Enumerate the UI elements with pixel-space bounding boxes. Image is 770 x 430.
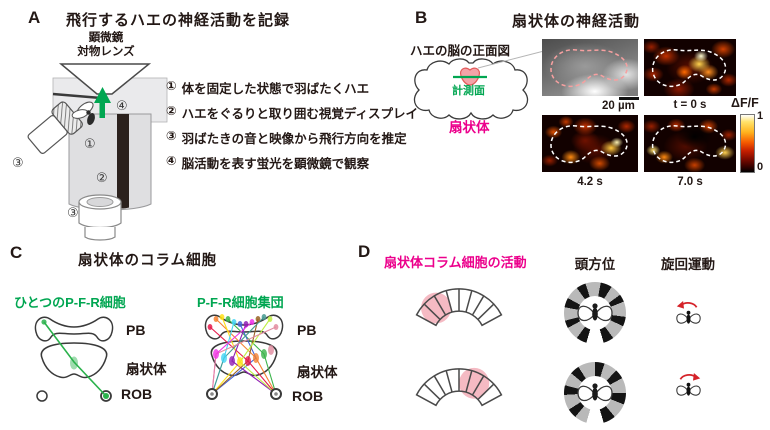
legend-item-3-text: 羽ばたきの音と映像から飛行方向を推定	[181, 132, 407, 146]
single-cell-subtitle: ひとつのP-F-R細胞	[14, 295, 126, 310]
neuron-rob-bouton	[103, 393, 109, 399]
camera-icon	[78, 194, 122, 241]
roi-outline-white	[652, 125, 727, 164]
pb-label-right: PB	[297, 322, 317, 338]
panel-c-title: 扇状体のコラム細胞	[78, 253, 218, 269]
population-subtitle: P-F-R細胞集団	[197, 295, 284, 310]
fan-shaped-body-label: 扇状体	[449, 120, 490, 135]
fan-activity-row2	[415, 367, 503, 407]
colorbar-label: ΔF/F	[731, 96, 759, 110]
activity-bump-left	[421, 292, 452, 324]
fb-label-right: 扇状体	[297, 365, 338, 380]
legend-item-1-text: 体を固定した状態で羽ばたくハエ	[181, 82, 370, 96]
flight-setup-diagram	[27, 63, 168, 241]
panel-a-label: A	[28, 8, 41, 27]
legend-item-4: ④ 脳活動を表す蛍光を顕微鏡で観察	[166, 153, 369, 172]
rob-label-left: ROB	[121, 386, 153, 402]
legend-item-1-num: ①	[166, 79, 177, 93]
turning-column-title: 旋回運動	[661, 257, 715, 272]
panel-b-title: 扇状体の神経活動	[512, 13, 641, 30]
colorbar-min: 0	[757, 161, 764, 173]
pb-boutons	[207, 314, 279, 330]
frame-label-7-0s: 7.0 s	[677, 176, 703, 188]
panel-d-label: D	[358, 242, 371, 261]
legend-item-3: ③ 羽ばたきの音と映像から飛行方向を推定	[166, 128, 407, 147]
legend-item-4-num: ④	[166, 154, 177, 168]
scalebar	[619, 97, 639, 100]
dff-frame-7-0s	[644, 115, 736, 172]
heatmap-texture	[542, 115, 638, 172]
objective-caption-line1: 顕微鏡	[88, 32, 124, 44]
colorbar-max: 1	[757, 110, 764, 122]
rob-left-dot	[210, 392, 214, 396]
rob-right-dot	[274, 392, 278, 396]
tethered-fly-icon	[71, 101, 95, 126]
diagram-marker-4: ④	[116, 98, 128, 113]
frame-label-t0: t = 0 s	[673, 99, 707, 111]
objective-caption-line2: 対物レンズ	[77, 46, 135, 58]
neuron-pb-bouton	[41, 319, 47, 325]
head-direction-column-title: 頭方位	[574, 257, 616, 272]
head-direction-ring-row2	[564, 362, 626, 424]
green-arrow-icon	[94, 87, 111, 118]
activity-column-title: 扇状体コラム細胞の活動	[384, 255, 527, 270]
diagram-marker-3-camera: ③	[67, 205, 79, 220]
fb-arbors	[213, 345, 274, 367]
legend-item-2: ② ハエをぐるりと取り囲む視覚ディスプレイ	[166, 103, 418, 122]
brain-outline	[413, 58, 529, 120]
legend-item-2-num: ②	[166, 104, 177, 118]
head-direction-ring-row1	[564, 282, 626, 344]
activity-bump-right	[459, 367, 490, 399]
legend-item-1: ① 体を固定した状態で羽ばたくハエ	[166, 78, 369, 97]
brain-caption: ハエの脳の正面図	[410, 44, 511, 58]
dff-frame-t0	[644, 39, 736, 96]
fly-icon-ring2	[577, 383, 613, 402]
measurement-plane-label: 計測面	[452, 85, 485, 97]
legend-item-2-text: ハエをぐるりと取り囲む視覚ディスプレイ	[181, 107, 418, 121]
single-neuron-trace	[43, 321, 107, 397]
rob-left-circle	[36, 390, 48, 402]
turn-arrowhead-right	[693, 373, 701, 381]
panel-a-title: 飛行するハエの神経活動を記録	[66, 12, 291, 29]
objective-lens-caption: 顕微鏡 対物レンズ	[60, 31, 152, 59]
legend-item-3-num: ③	[166, 129, 177, 143]
single-pfr-cell-diagram	[34, 316, 114, 402]
pb-outline	[34, 316, 114, 342]
diagram-marker-1: ①	[84, 136, 96, 151]
roi-outline-white	[652, 49, 727, 88]
connector-line	[477, 50, 545, 69]
legend-item-4-text: 脳活動を表す蛍光を顕微鏡で観察	[181, 157, 370, 171]
roi-outline-white	[550, 125, 628, 164]
dff-frame-4-2s	[542, 115, 638, 172]
holder-plate	[52, 92, 102, 100]
roi-outline-pink	[550, 49, 628, 88]
grayscale-texture	[542, 39, 638, 96]
display-dark-stripe	[117, 114, 129, 209]
objective-lens	[58, 63, 152, 95]
pfr-population-diagram	[204, 314, 284, 400]
baseline-fluorescence-image	[542, 39, 638, 96]
fan-activity-row1	[415, 288, 503, 327]
colorbar	[740, 114, 755, 173]
fb-label-left: 扇状体	[126, 362, 167, 377]
pb-label-left: PB	[126, 322, 146, 338]
turning-fly-left	[676, 301, 701, 324]
diagram-marker-2: ②	[96, 170, 108, 185]
rob-label-right: ROB	[292, 388, 324, 404]
diagram-marker-3-mic: ③	[12, 155, 24, 170]
fan-outline	[415, 288, 503, 327]
fly-brain-diagram	[413, 58, 529, 120]
panel-b-label: B	[415, 8, 428, 27]
heatmap-texture	[644, 115, 736, 172]
heatmap-texture	[644, 39, 736, 96]
neuron-fb-arbor	[70, 356, 78, 370]
fan-outline	[415, 368, 503, 407]
turn-arrowhead-left	[676, 301, 684, 309]
scalebar-label: 20 µm	[602, 100, 635, 112]
frame-label-4-2s: 4.2 s	[577, 176, 603, 188]
panel-c-label: C	[10, 243, 23, 262]
fly-icon-ring1	[577, 303, 613, 322]
turning-fly-right	[676, 373, 701, 396]
